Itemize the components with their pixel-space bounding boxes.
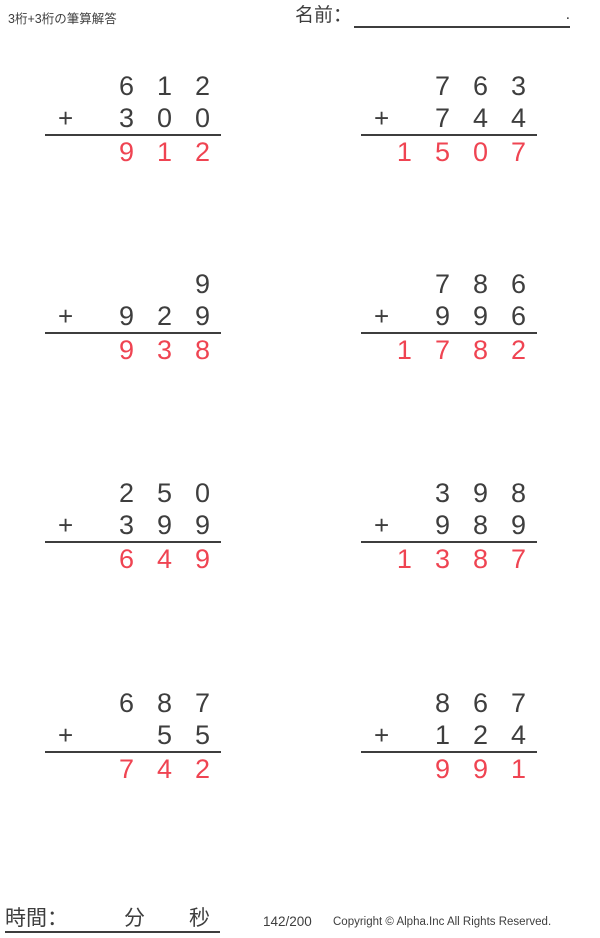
addend2-value: 55 [156,720,233,750]
time-field: 時間： 分 秒 [5,906,220,933]
addend1-row: 867 [361,687,537,719]
addend1-row: 612 [45,70,221,102]
sum-rule-line [361,751,537,753]
problem-3: 9 +929 938 [45,268,221,366]
plus-operator: + [374,301,390,331]
addend1-row: 687 [45,687,221,719]
answer-row: 938 [45,334,221,366]
plus-operator: + [374,720,390,750]
addend1-value: 612 [118,71,233,101]
addend1-value: 398 [434,478,549,508]
name-blank-line: . [354,4,571,28]
sum-rule-line [361,134,537,136]
plus-operator: + [58,720,74,750]
plus-operator: + [374,510,390,540]
plus-operator: + [58,103,74,133]
problem-4: 786 +996 1782 [361,268,537,366]
addend1-value: 250 [118,478,233,508]
sum-rule-line [45,134,221,136]
addend1-value: 687 [118,688,233,718]
sum-rule-line [361,332,537,334]
plus-operator: + [58,510,74,540]
answer-row: 991 [361,753,537,785]
addend2-row: +124 [361,719,537,751]
answer-value: 649 [118,544,233,574]
time-label: 時間： [5,907,68,930]
addend2-value: 744 [434,103,549,133]
addend1-value: 763 [434,71,549,101]
addend1-value: 786 [434,269,549,299]
addend2-value: 399 [118,510,233,540]
addend1-row: 786 [361,268,537,300]
answer-row: 742 [45,753,221,785]
problem-1: 612 +300 912 [45,70,221,168]
addend2-row: +55 [45,719,221,751]
addend2-row: +300 [45,102,221,134]
addend2-row: +989 [361,509,537,541]
sum-rule-line [45,541,221,543]
name-field: 名前： . [295,4,571,28]
addend1-row: 763 [361,70,537,102]
addend2-row: +399 [45,509,221,541]
answer-value: 991 [434,754,549,784]
seconds-label: 秒 [189,907,210,930]
minutes-label: 分 [124,907,145,930]
addend2-value: 929 [118,301,233,331]
problem-8: 867 +124 991 [361,687,537,785]
plus-operator: + [58,301,74,331]
sum-rule-line [361,541,537,543]
addend2-value: 989 [434,510,549,540]
answer-row: 649 [45,543,221,575]
answer-value: 912 [118,137,233,167]
addend1-row: 398 [361,477,537,509]
answer-row: 1782 [361,334,537,366]
addend2-value: 996 [434,301,549,331]
answer-value: 1782 [396,335,549,365]
answer-value: 1387 [396,544,549,574]
copyright-notice: Copyright © Alpha.Inc All Rights Reserve… [333,916,552,928]
problem-5: 250 +399 649 [45,477,221,575]
page-number: 142/200 [263,914,312,929]
addend2-row: +996 [361,300,537,332]
addend2-value: 124 [434,720,549,750]
addend1-row: 9 [45,268,221,300]
addend1-row: 250 [45,477,221,509]
answer-row: 912 [45,136,221,168]
answer-value: 938 [118,335,233,365]
addend1-value: 867 [434,688,549,718]
answer-row: 1507 [361,136,537,168]
addend2-row: +744 [361,102,537,134]
sum-rule-line [45,751,221,753]
answer-row: 1387 [361,543,537,575]
addend2-value: 300 [118,103,233,133]
addend1-value: 9 [194,269,233,299]
name-label: 名前： [295,5,353,26]
sum-rule-line [45,332,221,334]
addend2-row: +929 [45,300,221,332]
plus-operator: + [374,103,390,133]
problem-2: 763 +744 1507 [361,70,537,168]
answer-value: 742 [118,754,233,784]
problem-7: 687 +55 742 [45,687,221,785]
worksheet-title: 3桁+3桁の筆算解答 [8,12,117,26]
answer-value: 1507 [396,137,549,167]
problem-6: 398 +989 1387 [361,477,537,575]
